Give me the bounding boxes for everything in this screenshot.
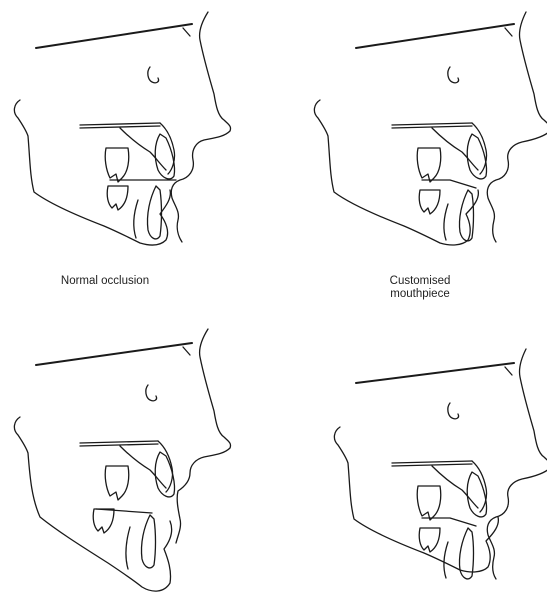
symphysis-inner — [134, 200, 138, 238]
tracing-drawing — [0, 303, 273, 603]
lower-incisor — [141, 515, 155, 568]
tracing-drawing — [300, 0, 547, 300]
soft-tissue-profile — [487, 12, 547, 242]
sella-nasion-line — [356, 24, 514, 48]
palatal-plane — [392, 461, 472, 463]
nasion-mark — [183, 347, 190, 355]
palatal-plane-lower — [80, 444, 158, 446]
palatal-plane — [392, 123, 472, 125]
upper-molar — [417, 486, 441, 520]
cephalometric-tracing-customised-mouthpiece — [300, 0, 547, 300]
nasion-mark — [505, 28, 512, 36]
palatal-plane — [80, 123, 160, 125]
cephalometric-tracing-bottom-right — [300, 303, 547, 603]
mandible-outline — [314, 100, 478, 245]
soft-tissue-profile — [487, 349, 547, 579]
upper-incisor — [155, 452, 174, 497]
lower-molar — [93, 509, 114, 533]
caption-line-1: Customised — [355, 275, 485, 288]
palatal-plane — [80, 441, 158, 443]
symphysis-inner — [444, 542, 448, 578]
upper-molar — [105, 148, 129, 182]
soft-tissue-profile — [171, 12, 230, 242]
soft-tissue-profile — [176, 329, 231, 543]
lower-molar — [419, 190, 440, 214]
orbit-outline — [448, 403, 459, 419]
sella-nasion-line — [36, 24, 192, 48]
caption-customised-mouthpiece: Customised mouthpiece — [355, 275, 485, 301]
caption-line-2: mouthpiece — [355, 288, 485, 301]
upper-molar — [105, 466, 129, 500]
tracing-drawing — [0, 0, 273, 300]
nasion-mark — [183, 28, 190, 36]
symphysis-inner — [444, 204, 448, 240]
sella-nasion-line — [36, 343, 192, 365]
nasion-mark — [505, 367, 512, 375]
lower-molar — [419, 528, 440, 552]
lower-incisor — [147, 186, 161, 239]
lower-molar — [107, 186, 128, 210]
tracing-drawing — [300, 303, 547, 603]
cephalometric-tracing-bottom-left — [0, 303, 273, 603]
orbit-outline — [448, 67, 459, 83]
upper-molar — [417, 148, 441, 182]
caption-normal-occlusion: Normal occlusion — [30, 275, 180, 288]
cephalometric-tracing-normal-occlusion — [0, 0, 273, 300]
symphysis-inner — [126, 527, 130, 569]
orbit-outline — [146, 385, 157, 401]
orbit-outline — [148, 67, 159, 83]
sella-nasion-line — [356, 363, 514, 383]
